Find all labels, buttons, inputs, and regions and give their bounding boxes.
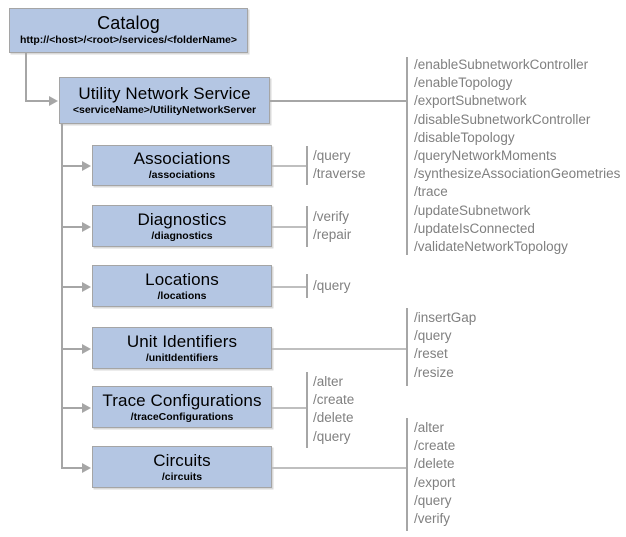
connector-catalog-right [25, 100, 51, 102]
operation-item: /updateSubnetwork [414, 202, 531, 218]
operations-service: /enableSubnetworkController /enableTopol… [414, 56, 620, 256]
arrow-to-diagnostics [82, 222, 91, 232]
node-unit-identifiers-title: Unit Identifiers [126, 331, 238, 351]
operation-item: /updateIsConnected [414, 220, 535, 236]
operation-item: /repair [313, 227, 352, 243]
node-catalog-title: Catalog [97, 13, 160, 33]
arrow-catalog-to-service [49, 96, 58, 106]
node-catalog[interactable]: Catalog http://<host>/<root>/services/<f… [9, 8, 248, 53]
node-utility-network-service[interactable]: Utility Network Service <serviceName>/Ut… [59, 77, 270, 124]
bracket-trace-configurations-ops [306, 372, 308, 448]
node-diagnostics[interactable]: Diagnostics /diagnostics [92, 205, 272, 247]
operation-item: /disableSubnetworkController [414, 111, 591, 127]
operation-item: /verify [414, 511, 451, 527]
operation-item: /disableTopology [414, 129, 515, 145]
node-unit-identifiers[interactable]: Unit Identifiers /unitIdentifiers [92, 327, 272, 369]
operation-item: /queryNetworkMoments [414, 148, 557, 164]
bracket-circuits-ops [406, 418, 408, 531]
arrow-to-trace-configurations [82, 403, 91, 413]
operation-item: /export [414, 474, 456, 490]
bracket-unit-identifiers-ops [406, 308, 408, 386]
operations-unit-identifiers: /insertGap /query /reset /resize [414, 309, 476, 382]
connector-branch-circuits [61, 467, 84, 469]
node-diagnostics-path: /diagnostics [151, 229, 213, 242]
node-trace-configurations-title: Trace Configurations [102, 390, 262, 410]
operation-item: /query [414, 492, 452, 508]
connector-trace-configurations-to-ops [272, 407, 307, 409]
connector-service-to-ops [270, 100, 407, 102]
node-utility-network-service-path: <serviceName>/UtilityNetworkServer [72, 104, 257, 116]
operation-item: /reset [414, 346, 448, 362]
operation-item: /trace [414, 184, 448, 200]
operation-item: /traverse [313, 166, 366, 182]
operation-item: /query [313, 148, 351, 163]
operations-associations: /query /traverse [313, 147, 366, 183]
operation-item: /enableSubnetworkController [414, 57, 589, 72]
bracket-associations-ops [306, 146, 308, 185]
operation-item: /exportSubnetwork [414, 93, 527, 109]
connector-branch-diagnostics [61, 226, 84, 228]
node-associations-path: /associations [148, 169, 216, 181]
operation-item: /create [313, 392, 355, 408]
connector-unit-identifiers-to-ops [272, 348, 407, 350]
arrow-to-locations [82, 282, 91, 292]
node-circuits-title: Circuits [153, 450, 211, 470]
connector-service-trunk [61, 124, 63, 467]
connector-circuits-to-ops [272, 467, 407, 469]
arrow-to-circuits [82, 463, 91, 473]
operation-item: /synthesizeAssociationGeometries [414, 166, 621, 182]
operation-item: /query [414, 328, 452, 344]
connector-locations-to-ops [272, 286, 307, 288]
operation-item: /create [414, 438, 456, 454]
node-unit-identifiers-path: /unitIdentifiers [145, 351, 219, 364]
node-locations-title: Locations [145, 269, 219, 289]
connector-diagnostics-to-ops [272, 226, 307, 228]
operation-item: /query [313, 428, 351, 444]
connector-branch-unit-identifiers [61, 348, 84, 350]
operation-item: /alter [313, 374, 344, 389]
node-trace-configurations[interactable]: Trace Configurations /traceConfiguration… [92, 386, 272, 428]
node-locations-path: /locations [157, 289, 207, 302]
operation-item: /query [313, 278, 351, 293]
connector-branch-trace-configurations [61, 407, 84, 409]
connector-associations-to-ops [272, 165, 307, 167]
operation-item: /validateNetworkTopology [414, 239, 568, 255]
operation-item: /delete [313, 410, 354, 426]
operations-locations: /query [313, 277, 351, 295]
node-catalog-path: http://<host>/<root>/services/<folderNam… [19, 34, 238, 46]
operation-item: /enableTopology [414, 75, 513, 91]
bracket-service-ops [406, 57, 408, 255]
operation-item: /delete [414, 456, 455, 472]
node-associations[interactable]: Associations /associations [92, 145, 272, 186]
node-locations[interactable]: Locations /locations [92, 265, 272, 307]
bracket-locations-ops [306, 274, 308, 298]
node-diagnostics-title: Diagnostics [137, 209, 227, 229]
node-associations-title: Associations [133, 149, 231, 168]
connector-catalog-down [25, 53, 27, 101]
operation-item: /alter [414, 420, 445, 435]
operation-item: /verify [313, 209, 350, 224]
arrow-to-associations [82, 161, 91, 171]
connector-branch-locations [61, 286, 84, 288]
node-circuits-path: /circuits [161, 470, 203, 483]
bracket-diagnostics-ops [306, 206, 308, 247]
operation-item: /insertGap [414, 310, 477, 325]
operations-diagnostics: /verify /repair [313, 208, 351, 244]
operations-trace-configurations: /alter /create /delete /query [313, 373, 354, 446]
operation-item: /resize [414, 364, 454, 380]
operations-circuits: /alter /create /delete /export /query /v… [414, 419, 455, 528]
arrow-to-unit-identifiers [82, 344, 91, 354]
connector-branch-associations [61, 165, 84, 167]
node-utility-network-service-title: Utility Network Service [78, 84, 251, 103]
node-circuits[interactable]: Circuits /circuits [92, 446, 272, 488]
node-trace-configurations-path: /traceConfigurations [130, 410, 234, 423]
